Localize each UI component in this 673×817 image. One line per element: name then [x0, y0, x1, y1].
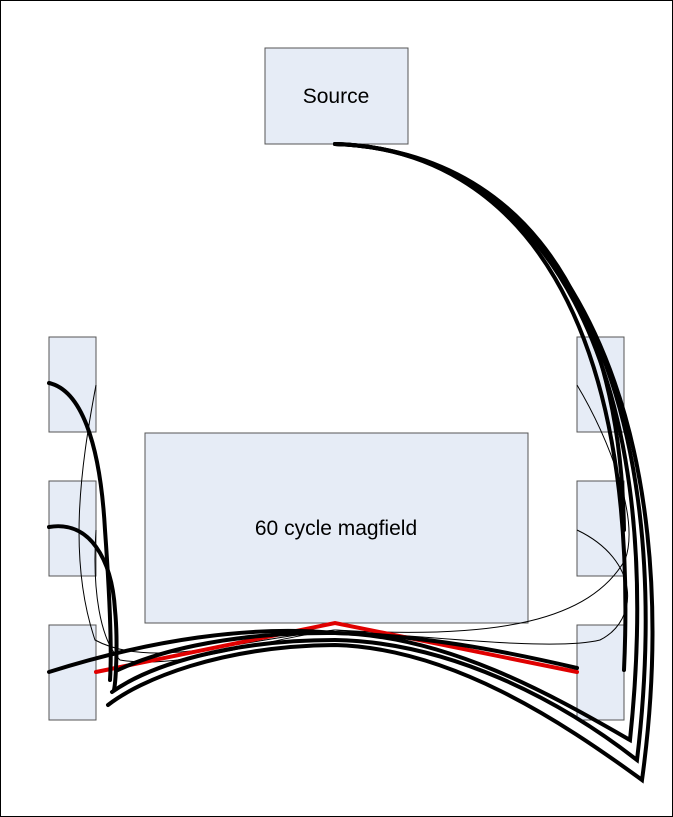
thick-wires	[47, 142, 655, 784]
thick-wire-left-middle	[47, 524, 119, 692]
thick-wire-source-5	[106, 142, 655, 784]
source-node: Source	[264, 47, 409, 145]
right-box-middle	[576, 480, 625, 577]
magfield-node: 60 cycle magfield	[144, 432, 529, 624]
thick-wire-left-top	[47, 381, 113, 682]
thin-wire-right-top	[334, 384, 630, 633]
thin-wire-right-middle	[334, 529, 629, 645]
red-wire	[94, 620, 579, 674]
source-label: Source	[303, 85, 370, 108]
magfield-label: 60 cycle magfield	[255, 517, 417, 540]
source-box	[264, 47, 409, 145]
magfield-box	[144, 432, 529, 624]
left-box-bottom	[48, 624, 97, 721]
